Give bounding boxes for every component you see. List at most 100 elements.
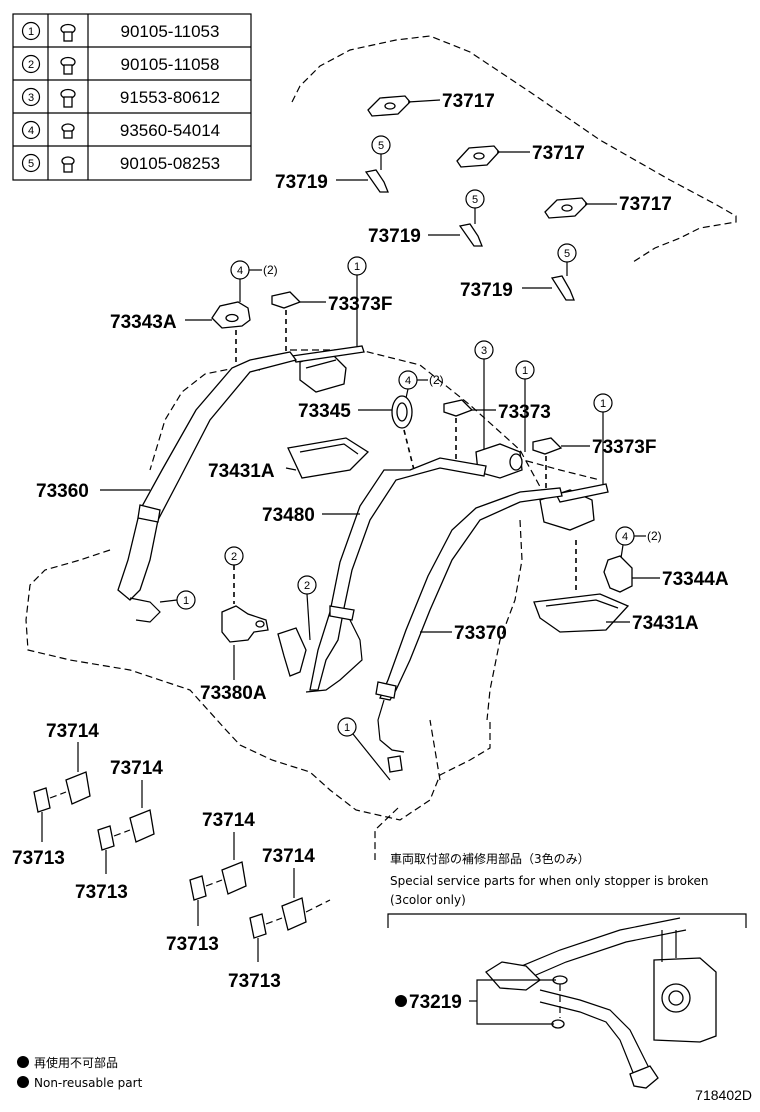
table-index: 5 (28, 158, 34, 170)
callout-number: 4 (237, 265, 243, 277)
part-label: 73717 (442, 91, 495, 112)
part-label: 73373F (328, 294, 392, 315)
quantity-label: (2) (429, 373, 444, 387)
cover-73373F-right (532, 437, 590, 492)
quantity-label: (2) (647, 529, 662, 543)
clip-part (458, 223, 483, 247)
floor-outline (25, 519, 523, 860)
callout-number: 1 (600, 398, 606, 410)
service-note-jp: 車両取付部の補修用部品（3色のみ） (390, 851, 590, 866)
part-label: 73480 (262, 505, 315, 526)
non-reusable-marker (395, 995, 407, 1007)
non-reusable-marker (17, 1076, 29, 1088)
detail-leader-bracket (476, 979, 556, 1025)
callout-number: 1 (344, 722, 350, 734)
part-label: 73380A (200, 683, 267, 704)
belt-guide-73344A (603, 555, 660, 593)
callout-number: 1 (183, 595, 189, 607)
part-label: 73713 (228, 971, 281, 992)
callout-group: 4 (2) (615, 526, 662, 559)
table-part-number: 90105-11058 (121, 55, 220, 74)
part-label: 73713 (75, 882, 128, 903)
callout-number: 3 (481, 345, 487, 357)
part-label: 73360 (36, 481, 89, 502)
callout-number: 4 (622, 531, 628, 543)
table-part-number: 93560-54014 (120, 121, 220, 140)
parts-table: 1 90105-11053 2 90105-11058 3 91553-8061… (12, 13, 252, 181)
clip-73713 (97, 825, 115, 851)
roof-cover-clip (367, 95, 441, 117)
service-note-en-sub: (3color only) (390, 893, 466, 907)
part-label: 73713 (12, 848, 65, 869)
part-label: 73219 (409, 992, 462, 1013)
clip-part (364, 169, 389, 193)
clip-part (550, 275, 575, 301)
callout-number: 4 (405, 375, 411, 387)
clip-73713 (33, 787, 51, 813)
cover-73373F (271, 291, 326, 360)
table-index: 2 (28, 59, 34, 71)
table-part-number: 90105-11053 (121, 22, 220, 41)
part-label: 73714 (110, 758, 163, 779)
bracket-73714 (281, 897, 307, 931)
belt-webbing-73480 (305, 457, 487, 693)
part-label: 73370 (454, 623, 507, 644)
callout-group: 1 (593, 393, 613, 484)
legend-jp: 再使用不可部品 (34, 1055, 118, 1070)
bolt-icon (60, 23, 76, 42)
table-part-number: 90105-08253 (120, 154, 220, 173)
grommet-73345 (358, 395, 413, 429)
tray-73431A-left (285, 437, 370, 479)
retractor-right (539, 483, 609, 531)
part-label: 73719 (275, 172, 328, 193)
part-label: 73714 (46, 721, 99, 742)
table-index: 4 (28, 125, 34, 137)
table-index: 1 (28, 26, 34, 38)
part-label: 73719 (368, 226, 421, 247)
roof-cover-clip (544, 197, 617, 219)
callout-group: 4 (2) (230, 260, 278, 302)
clip-73713 (189, 875, 207, 901)
callout-number: 5 (472, 194, 478, 206)
part-label: 73717 (532, 143, 585, 164)
part-label: 73714 (202, 810, 255, 831)
part-label: 73344A (662, 569, 729, 590)
belt-webbing-73360 (117, 351, 298, 623)
part-label: 73431A (632, 613, 699, 634)
callout-number: 1 (354, 261, 360, 273)
part-label: 73343A (110, 312, 177, 333)
buckle-73380A (221, 605, 307, 680)
bracket-73714 (65, 771, 91, 805)
legend-en: Non-reusable part (34, 1076, 143, 1090)
quantity-label: (2) (263, 263, 278, 277)
callout-number: 5 (378, 140, 384, 152)
callout-number: 2 (304, 580, 310, 592)
table-index: 3 (28, 92, 34, 104)
non-reusable-marker (17, 1056, 29, 1068)
cover-73373 (443, 399, 496, 460)
belt-webbing-73370 (375, 487, 563, 753)
part-label: 73714 (262, 846, 315, 867)
clip-73713 (249, 913, 267, 939)
roof-outline (291, 35, 737, 263)
bracket-73714 (129, 809, 155, 843)
bolt-icon (60, 56, 76, 75)
callout-group: 1 (347, 256, 367, 350)
part-label: 73373F (592, 437, 656, 458)
callout-group: 4 (2) (398, 370, 444, 399)
callout-group: 1 (515, 360, 535, 452)
callout-number: 1 (522, 365, 528, 377)
figure-reference: 718402D (695, 1087, 752, 1103)
table-part-number: 91553-80612 (120, 88, 220, 107)
detail-bracket-frame (387, 913, 747, 928)
part-label: 73431A (208, 461, 275, 482)
screw-icon (60, 88, 76, 108)
roof-cover-clip (456, 145, 530, 168)
retractor-left (290, 345, 365, 393)
callout-circle (337, 717, 357, 737)
part-label: 73713 (166, 934, 219, 955)
stopper-detail-illustration (485, 917, 717, 1089)
callout-number: 2 (231, 551, 237, 563)
service-note-en: Special service parts for when only stop… (390, 874, 708, 888)
